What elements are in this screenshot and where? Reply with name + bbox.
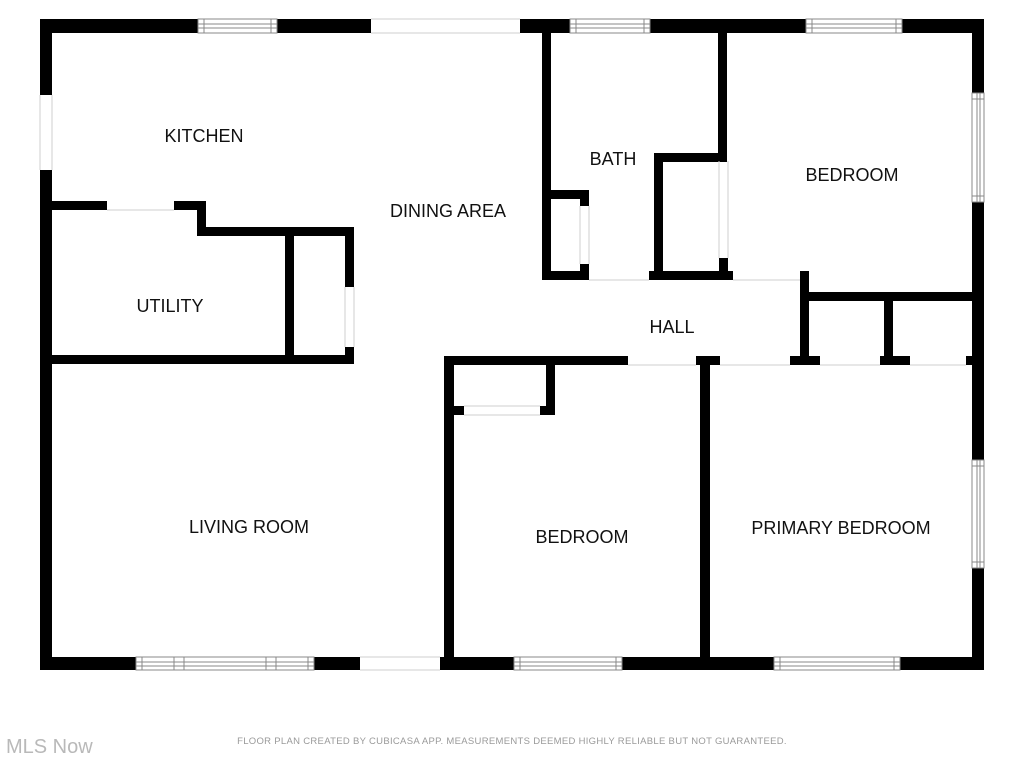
wall-bath-bottom-right <box>649 271 733 280</box>
wall-bath-nook-right-top <box>580 190 589 206</box>
window-primary-right <box>971 459 985 569</box>
interior-walls <box>40 33 984 670</box>
room-label-kitchen: KITCHEN <box>164 126 243 146</box>
wall-utility-step <box>197 201 206 235</box>
wall-utility-closet <box>285 227 294 360</box>
wall-utility-top <box>197 227 354 236</box>
room-label-utility: UTILITY <box>136 296 203 316</box>
wall-left-1 <box>40 19 52 95</box>
wall-top-2 <box>277 19 371 33</box>
wall-top-4 <box>650 19 806 33</box>
wall-bath-left <box>542 33 551 280</box>
outer-walls <box>40 19 984 670</box>
wall-bedroom-mid-left <box>444 356 454 670</box>
wall-bath-closet-left <box>654 153 663 280</box>
wall-closet-front-1 <box>790 356 820 365</box>
openings <box>39 18 966 671</box>
room-label-bedroom-top: BEDROOM <box>805 165 898 185</box>
wall-bedroom-mid-top <box>444 356 628 365</box>
window-bedroom-mid-bottom <box>513 656 623 671</box>
wall-bedroom-mid-closet-bottom-l <box>454 406 464 415</box>
wall-utility-right-top <box>345 227 354 287</box>
room-label-dining-area: DINING AREA <box>390 201 506 221</box>
room-label-living-room: LIVING ROOM <box>189 517 309 537</box>
wall-bedroom-mid-closet-right <box>546 356 555 415</box>
wall-top-5 <box>902 19 984 33</box>
wall-bottom-5 <box>900 657 984 670</box>
room-label-bedroom-middle: BEDROOM <box>535 527 628 547</box>
wall-utility-living <box>40 355 354 364</box>
window-bedroom-top <box>805 18 903 34</box>
room-label-hall: HALL <box>649 317 694 337</box>
wall-bedroom-mid-right <box>700 356 710 670</box>
room-label-bath: BATH <box>590 149 637 169</box>
wall-top-3 <box>520 19 570 33</box>
wall-closet-stub <box>800 271 809 365</box>
wall-bath-nook-top <box>542 190 589 199</box>
wall-right-2 <box>972 202 984 460</box>
wall-right-3 <box>972 568 984 670</box>
wall-bath-closet-top <box>654 153 727 162</box>
window-bath-top <box>569 18 651 34</box>
windows <box>135 18 985 671</box>
room-label-primary-bedroom: PRIMARY BEDROOM <box>751 518 930 538</box>
wall-bottom-3 <box>440 657 514 670</box>
window-bedroom-right <box>971 92 985 203</box>
wall-kitchen-utility-left <box>40 201 107 210</box>
wall-closet-front-3 <box>966 356 984 365</box>
wall-bottom-2 <box>314 657 360 670</box>
wall-bath-nook-right-bottom <box>580 264 589 280</box>
wall-left-2 <box>40 170 52 670</box>
wall-bottom-4 <box>622 657 774 670</box>
wall-kitchen-utility-right <box>174 201 206 210</box>
window-living-bottom <box>135 656 315 671</box>
wall-top-1 <box>40 19 198 33</box>
wall-bath-right-bottom <box>719 258 728 280</box>
watermark-logo: MLS Now <box>6 736 93 758</box>
window-primary-bottom <box>773 656 901 671</box>
window-kitchen-top <box>197 18 278 34</box>
wall-right-1 <box>972 19 984 93</box>
wall-bath-bottom-left <box>542 271 589 280</box>
footer-disclaimer: FLOOR PLAN CREATED BY CUBICASA APP. MEAS… <box>237 736 787 747</box>
wall-closet-front-2 <box>880 356 910 365</box>
room-labels: KITCHEN DINING AREA BATH BEDROOM UTILITY… <box>136 126 930 547</box>
wall-bottom-1 <box>40 657 136 670</box>
wall-bath-right-top <box>718 33 727 161</box>
wall-bedroom-mid-closet-bottom-r <box>540 406 555 415</box>
wall-closet-divider <box>884 292 893 365</box>
